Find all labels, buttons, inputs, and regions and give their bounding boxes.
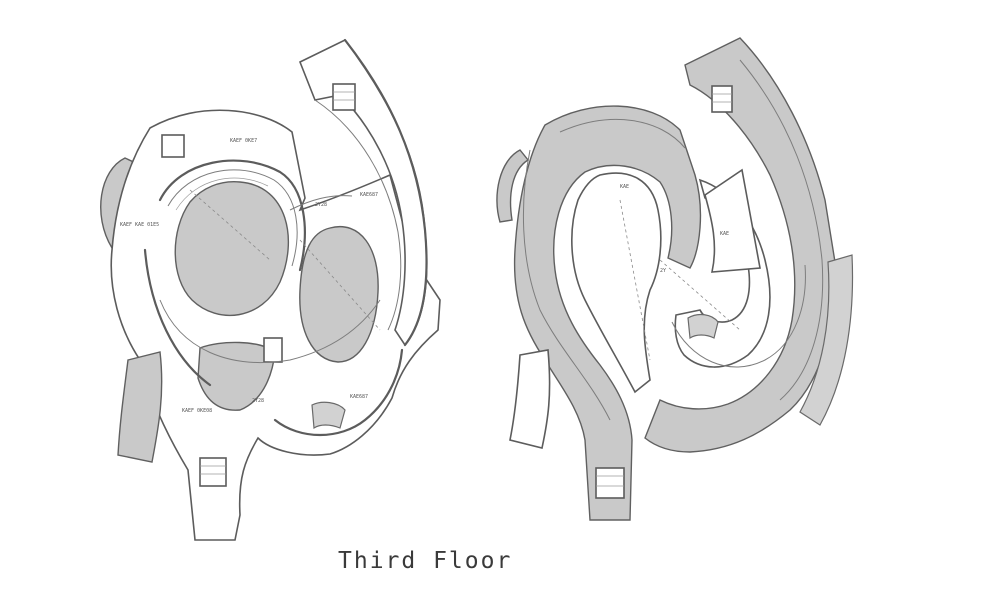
right-plan-arc-line-2	[559, 118, 686, 149]
svg-text:KAE687: KAE687	[350, 394, 368, 400]
right-plan-arc-line-4	[671, 264, 806, 368]
right-plan-arc-line-1	[522, 149, 611, 421]
right-plan-stair-core-north	[711, 85, 733, 113]
svg-text:2Y28: 2Y28	[315, 202, 327, 208]
left-plan-circulation-wall-3	[273, 348, 404, 436]
left-plan-ring-inner	[167, 169, 298, 267]
svg-text:KAE: KAE	[720, 231, 729, 237]
left-plan-ring-third	[175, 177, 269, 211]
left-floor-plan: KAEF 0KE7 KAEF KAE 01E5 2Y28 KAE687 KAEF…	[100, 38, 441, 541]
right-plan-stair-core-south	[595, 467, 625, 499]
left-plan-east-wing-wall	[343, 38, 428, 347]
left-plan-balcony	[311, 401, 346, 430]
left-plan-central-circle	[174, 181, 290, 317]
svg-text:KAEF 0KE7: KAEF 0KE7	[230, 138, 257, 144]
right-plan-east-fin	[799, 254, 854, 426]
left-plan-circulation-wall-2	[159, 299, 381, 363]
svg-text:KAEF KAE 01E5: KAEF KAE 01E5	[120, 222, 159, 228]
right-floor-plan: KAE 2Y KAE	[496, 37, 854, 521]
right-plan-balcony	[687, 313, 719, 340]
left-plan-lower-lens	[197, 341, 276, 411]
right-plan-west-lobe	[496, 149, 530, 223]
floor-caption: Third Floor	[338, 548, 513, 574]
right-plan-sw-strip	[509, 349, 551, 449]
right-plan-west-arc	[513, 105, 702, 521]
svg-text:2Y28: 2Y28	[252, 398, 264, 404]
svg-text:KAE: KAE	[620, 184, 629, 190]
right-plan-arc-line-3	[739, 59, 824, 401]
left-plan-east-oval	[299, 225, 379, 363]
left-plan-sw-wing	[117, 351, 163, 463]
left-plan-stair-core-center	[263, 337, 283, 363]
left-plan-ring-outer	[158, 159, 306, 272]
right-plan-north-notch	[704, 168, 761, 273]
left-plan-stair-core-north	[332, 83, 356, 111]
left-plan-circulation-wall-4	[289, 195, 353, 211]
svg-text:KAE687: KAE687	[360, 192, 378, 198]
left-plan-circulation-wall-1	[143, 248, 212, 387]
left-plan-stair-core-south	[199, 457, 227, 487]
right-plan-inner-void	[571, 172, 662, 394]
svg-text:KAEF 0KE08: KAEF 0KE08	[182, 408, 212, 414]
left-plan-east-wing-inner	[314, 99, 402, 331]
svg-text:2Y: 2Y	[660, 268, 666, 274]
left-plan-stair-core-west	[161, 134, 185, 158]
